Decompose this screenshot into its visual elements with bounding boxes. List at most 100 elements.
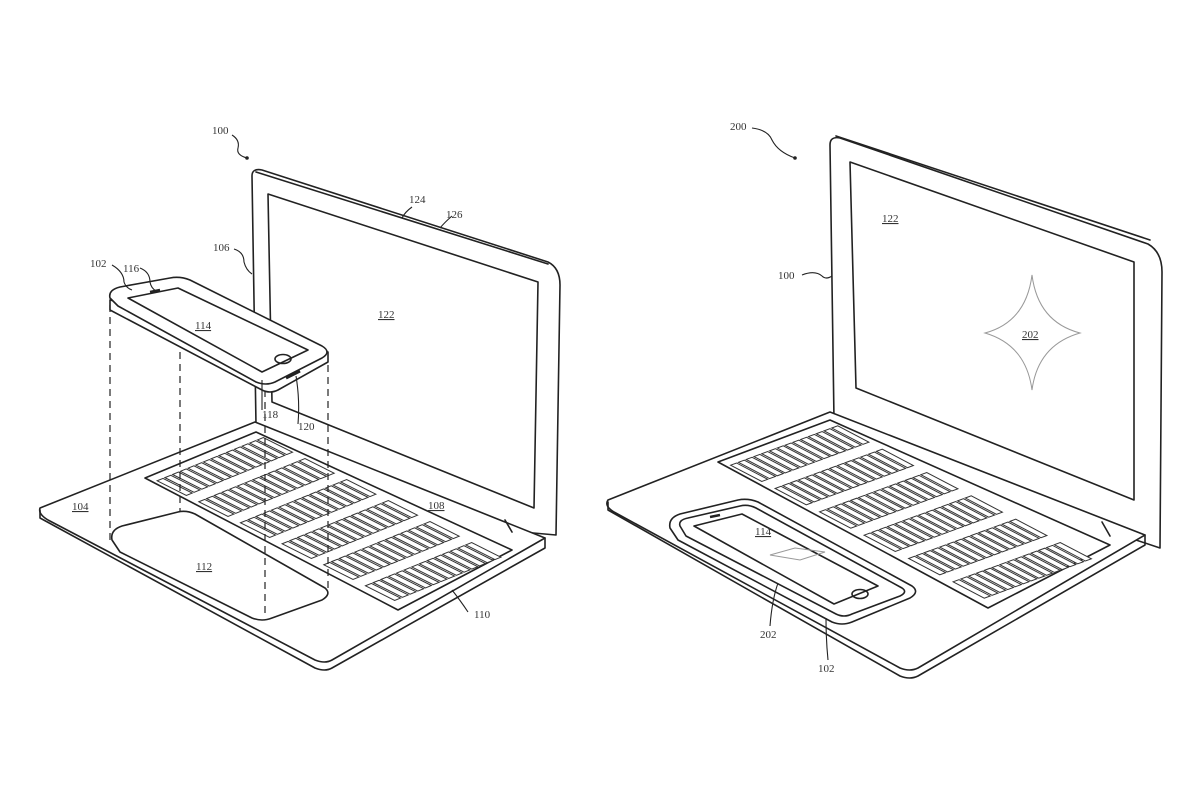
figure-200: 200 100 122 202 114 202 102	[606, 121, 1163, 679]
keyboard-key	[342, 515, 381, 534]
keyboard-key	[1006, 559, 1046, 579]
keyboard-key	[433, 554, 472, 573]
keyboard-key	[781, 482, 822, 503]
keyboard-key	[983, 567, 1023, 588]
keyboard-key	[267, 470, 305, 489]
keyboard-key	[799, 436, 839, 457]
ref-118: 118	[262, 409, 279, 421]
keyboard-key	[358, 509, 396, 528]
keyboard-key	[961, 535, 1002, 556]
ref-100: 100	[778, 270, 795, 282]
ref-102: 102	[818, 663, 835, 675]
phone-connector	[285, 369, 301, 380]
ref-124: 124	[409, 194, 426, 206]
keyboard-key	[833, 503, 874, 523]
keyboard-key	[220, 489, 259, 508]
keyboard-key	[280, 540, 319, 560]
keyboard-key	[807, 433, 847, 454]
keyboard-key	[353, 549, 391, 568]
keyboard-key	[896, 480, 936, 501]
keyboard-key	[875, 448, 915, 469]
phone-102-docked	[668, 498, 917, 625]
keyboard-key	[964, 495, 1004, 515]
keyboard-key	[830, 425, 871, 445]
ref-112: 112	[196, 561, 212, 573]
keyboard-key	[387, 573, 425, 592]
keyboard-key	[274, 467, 313, 486]
keyboard-key	[822, 428, 863, 448]
ref-114: 114	[755, 526, 772, 538]
keyboard-key	[783, 442, 824, 463]
keyboard-key	[372, 579, 410, 598]
keyboard-key	[768, 448, 808, 468]
keyboard-key	[395, 570, 433, 589]
keyboard-key	[324, 485, 362, 504]
keyboard-key	[818, 509, 858, 529]
keyboard	[717, 419, 1111, 609]
keyboard-key	[456, 545, 495, 564]
keyboard-key	[954, 538, 994, 559]
keyboard-key	[202, 458, 240, 478]
ref-122: 122	[882, 213, 899, 225]
keyboard-key	[915, 552, 955, 573]
keyboard-key	[316, 488, 354, 507]
keyboard-key	[376, 539, 415, 559]
keyboard-key	[239, 519, 277, 539]
keyboard-key	[373, 503, 411, 522]
keyboard-key	[985, 527, 1025, 547]
keyboard-key	[917, 512, 957, 533]
keyboard-key	[975, 570, 1015, 591]
ref-104: 104	[72, 501, 89, 513]
keyboard-key	[464, 541, 503, 561]
home-button	[274, 353, 292, 365]
keyboard-key	[909, 515, 950, 535]
laptop-lid	[251, 168, 561, 536]
keyboard-key	[904, 477, 944, 498]
trackpad	[110, 510, 329, 621]
keyboard-key	[993, 524, 1033, 544]
keyboard-key	[277, 504, 316, 523]
keyboard-key	[894, 521, 934, 541]
ref-102: 102	[90, 258, 107, 270]
keyboard-key	[381, 499, 419, 519]
keyboard-key	[251, 476, 290, 496]
keyboard-key	[872, 489, 913, 509]
keyboard-key	[288, 537, 327, 556]
keyboard-key	[773, 485, 814, 506]
keyboard-key	[248, 440, 286, 459]
keyboard-key	[959, 576, 1000, 596]
phone-screen	[127, 287, 309, 373]
keyboard-key	[365, 506, 404, 525]
keyboard-key	[345, 552, 384, 571]
phone-102	[108, 276, 329, 393]
keyboard-key	[186, 465, 225, 484]
keyboard-key	[967, 573, 1007, 593]
keyboard-key	[179, 468, 217, 487]
keyboard-key	[815, 431, 855, 451]
keyboard-key	[422, 520, 461, 540]
keyboard-key	[240, 443, 279, 462]
ref-114: 114	[195, 320, 212, 332]
keyboard-key	[426, 557, 464, 576]
keyboard-key	[1037, 547, 1078, 568]
keyboard-key	[1045, 544, 1085, 565]
keyboard-key	[254, 513, 293, 532]
keyboard-key	[1021, 553, 1062, 573]
keyboard-key	[851, 457, 892, 477]
keyboard-key	[828, 465, 868, 486]
ref-108: 108	[428, 500, 445, 512]
keyboard-key	[290, 461, 328, 480]
keyboard-key	[744, 456, 785, 477]
keyboard-key	[155, 477, 194, 497]
ref-100: 100	[212, 125, 229, 137]
keyboard-key	[841, 500, 882, 521]
keyboard-key	[907, 555, 947, 576]
keyboard-key	[791, 439, 832, 460]
keyboard-key	[197, 498, 236, 518]
keyboard-key	[350, 512, 388, 531]
ref-106: 106	[213, 242, 230, 254]
keyboard-key	[282, 464, 320, 483]
keyboard-key	[296, 534, 334, 553]
keyboard-key	[948, 501, 989, 521]
keyboard-key	[886, 523, 926, 544]
